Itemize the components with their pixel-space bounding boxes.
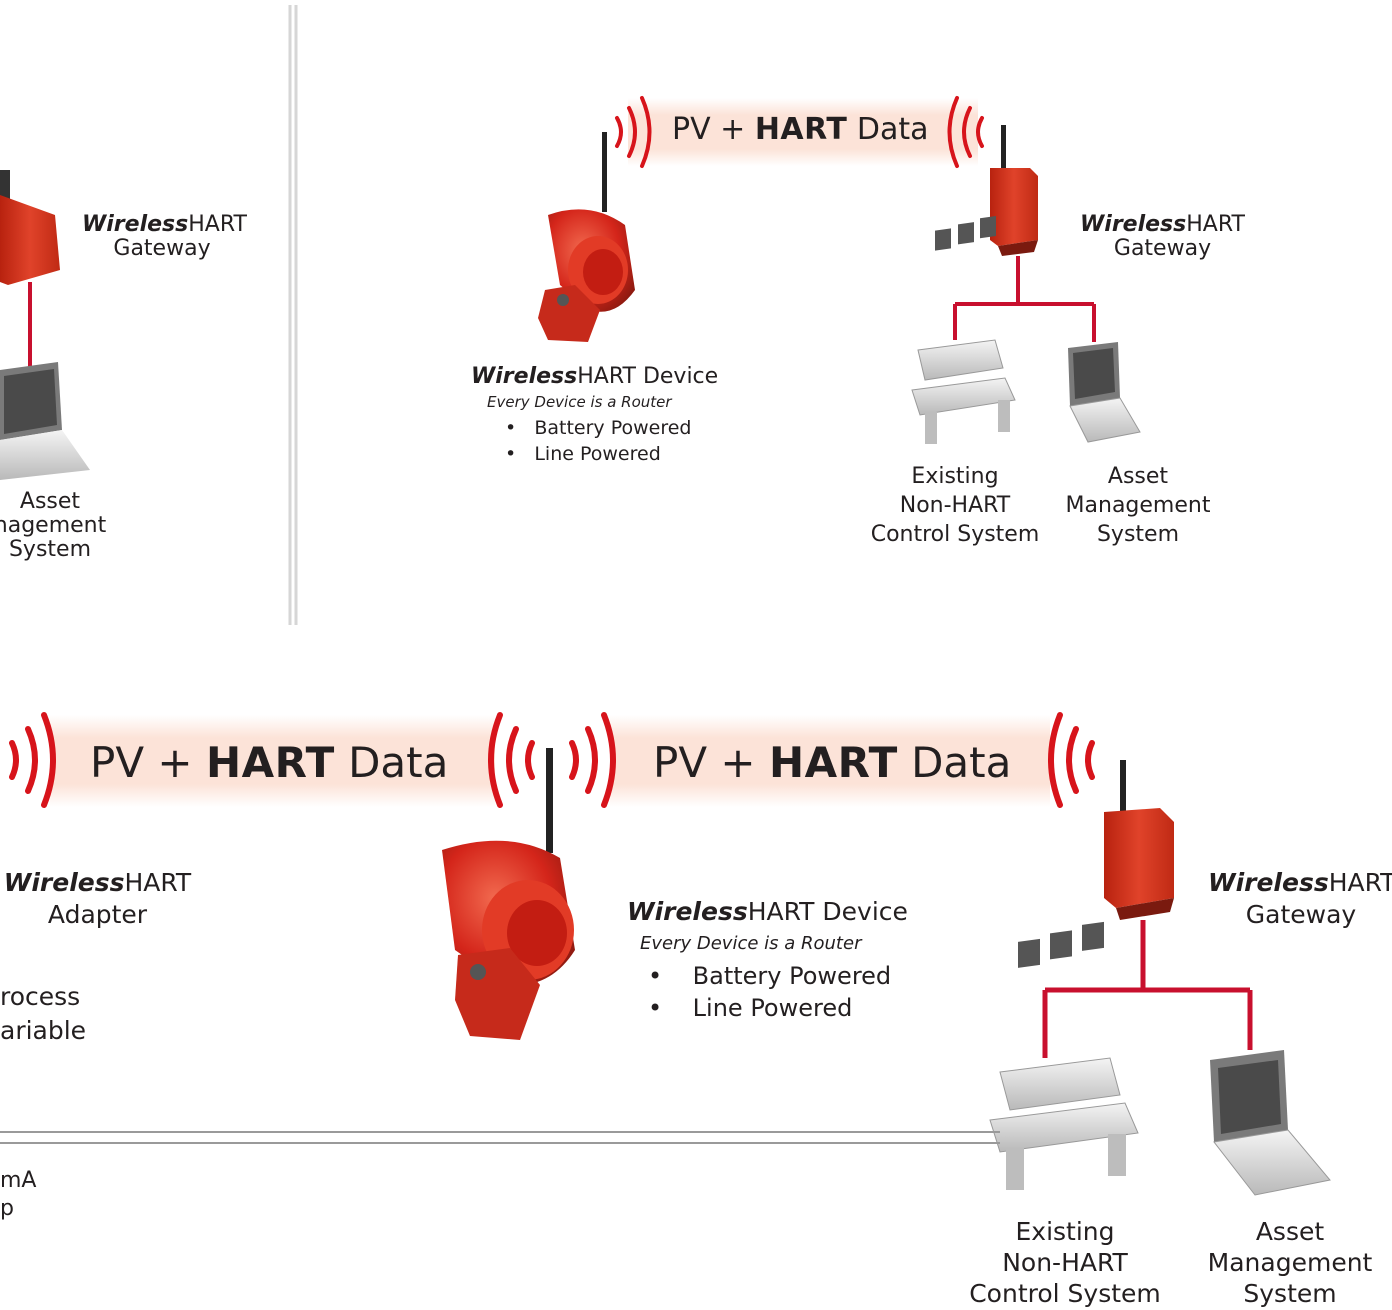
top-left-radio-waves <box>615 96 652 168</box>
top-wireless-device-icon <box>538 132 635 342</box>
bottom-radio-waves-right <box>1048 712 1095 808</box>
top-gateway-label: WirelessHART Gateway <box>1080 212 1245 262</box>
top-left-gateway-icon <box>0 170 60 285</box>
bottom-radio-waves-mid-right <box>569 712 616 808</box>
top-router-note: Every Device is a Router <box>487 393 672 411</box>
bottom-network-links <box>1042 920 1253 1058</box>
bottom-gateway-label: WirelessHART Gateway <box>1208 868 1392 929</box>
top-network-links <box>953 256 1096 342</box>
section-divider <box>288 5 298 625</box>
bottom-control-system-label: Existing Non-HART Control System <box>969 1217 1161 1308</box>
bottom-asset-label: Asset Management System <box>1207 1217 1373 1308</box>
bottom-control-system-icon <box>989 921 1139 1190</box>
bottom-adapter-label: WirelessHART Adapter <box>3 868 192 929</box>
bottom-laptop-icon <box>1210 1050 1331 1196</box>
bottom-band-2 <box>610 715 1050 807</box>
top-control-system-icon <box>911 216 1016 444</box>
loop-label: mA p <box>0 1168 37 1221</box>
bottom-router-note: Every Device is a Router <box>640 933 862 954</box>
top-band <box>628 98 978 166</box>
top-left-laptop-icon <box>0 362 90 480</box>
bottom-wireless-device-icon <box>442 748 575 1040</box>
list-item: • Battery Powered <box>505 417 692 439</box>
top-gateway-icon <box>990 125 1038 256</box>
bottom-device-label: WirelessHART Device <box>627 897 908 926</box>
top-asset-label: Asset Management System <box>1065 464 1211 547</box>
bottom-power-list: • Battery Powered • Line Powered <box>648 960 891 1024</box>
bottom-band-1 <box>50 715 495 807</box>
top-band-label: PV + HART Data <box>672 112 929 147</box>
list-item: • Battery Powered <box>648 962 892 990</box>
list-item: • Line Powered <box>505 443 661 465</box>
bottom-gateway-icon <box>1104 760 1174 920</box>
top-left-asset-label: Asset nagement System <box>0 489 107 563</box>
top-left-gateway-label: WirelessHART Gateway <box>82 212 247 262</box>
bottom-band-2-label: PV + HART Data <box>653 738 1012 787</box>
bottom-radio-waves-mid-left <box>488 712 535 808</box>
top-right-radio-waves <box>947 96 984 168</box>
bottom-band-1-label: PV + HART Data <box>90 738 449 787</box>
top-device-label: WirelessHART Device <box>471 364 719 389</box>
loop-wires <box>0 1131 1000 1144</box>
process-variable-label: rocess ariable <box>0 982 87 1045</box>
top-laptop-icon <box>1068 342 1141 443</box>
bottom-radio-waves-left <box>9 712 56 808</box>
top-power-list: • Battery Powered • Line Powered <box>505 415 691 467</box>
list-item: • Line Powered <box>648 994 853 1022</box>
top-control-system-label: Existing Non-HART Control System <box>870 464 1040 547</box>
